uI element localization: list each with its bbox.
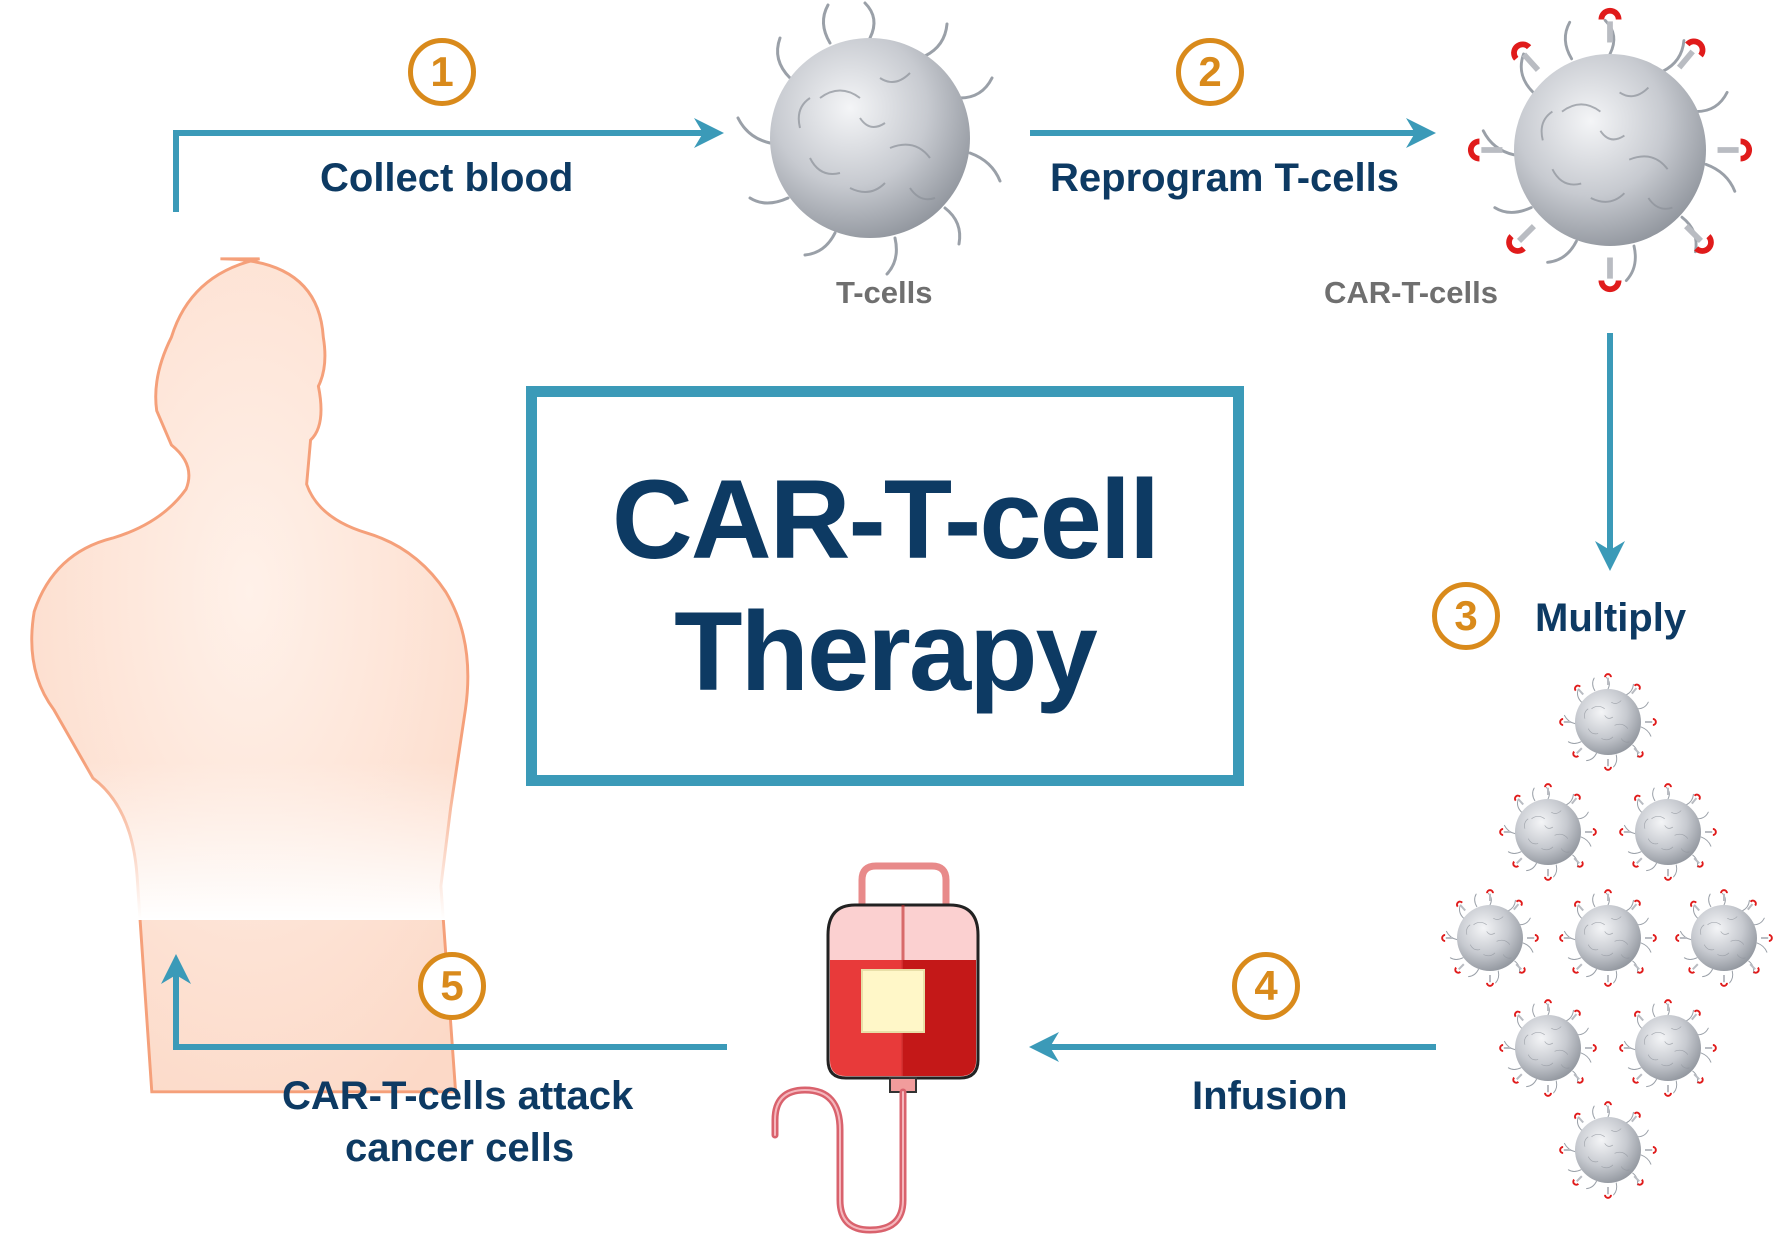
step-1-number: 1 <box>408 38 476 106</box>
multiplied-cells <box>1441 673 1773 1199</box>
step-3-number: 3 <box>1432 582 1500 650</box>
car-t-cell-icon <box>1559 673 1657 771</box>
human-body-icon <box>0 200 520 1094</box>
title-box: CAR-T-cell Therapy <box>526 386 1244 786</box>
blood-bag-icon <box>771 862 980 1234</box>
arrow-collect <box>173 118 724 212</box>
step-2-label: Reprogram T-cells <box>1050 156 1400 200</box>
car-t-cells-label: CAR-T-cells <box>1324 275 1498 310</box>
car-t-cell-icon <box>1675 889 1773 987</box>
step-1-label: Collect blood <box>320 156 574 200</box>
step-3-label: Multiply <box>1535 596 1687 640</box>
car-t-cell-icon <box>1499 783 1597 881</box>
car-t-cell-icon <box>1468 8 1752 292</box>
t-cell-icon <box>736 1 1002 276</box>
car-t-cell-icon <box>1619 999 1717 1097</box>
step-5-number: 5 <box>418 952 486 1020</box>
step-4-label: Infusion <box>1192 1074 1348 1118</box>
car-t-cell-icon <box>1441 889 1539 987</box>
step-4-number: 4 <box>1232 952 1300 1020</box>
car-t-cell-icon <box>1499 999 1597 1097</box>
step-2-number: 2 <box>1176 38 1244 106</box>
t-cells-label: T-cells <box>836 275 933 310</box>
title-line-2: Therapy <box>674 589 1098 714</box>
car-t-cell-icon <box>1559 889 1657 987</box>
car-t-cell-icon <box>1619 783 1717 881</box>
step-5-label-line2: cancer cells <box>345 1126 575 1170</box>
car-t-cell-icon <box>1559 1101 1657 1199</box>
title-line-1: CAR-T-cell <box>611 457 1160 582</box>
step-5-label-line1: CAR-T-cells attack <box>282 1074 634 1118</box>
arrow-attack <box>161 954 727 1050</box>
